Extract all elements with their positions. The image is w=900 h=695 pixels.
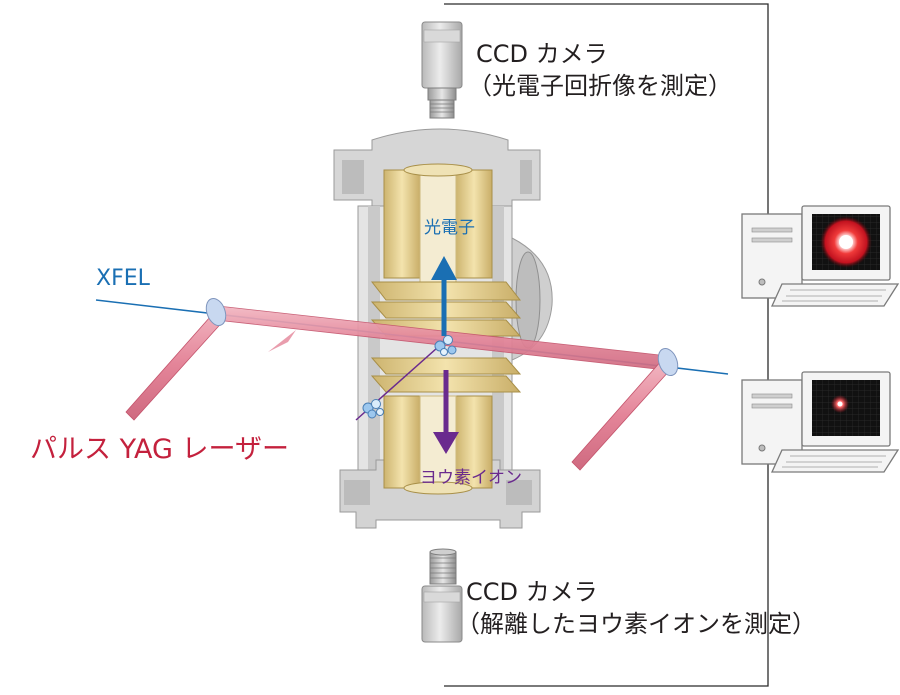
ccd-bottom-subtitle: （解離したヨウ素イオンを測定） [456,610,816,638]
computer-icon [741,371,900,473]
ccd-camera-icon [421,548,463,643]
xfel-label: XFEL [96,266,150,291]
ccd-bottom-title: CCD カメラ [466,578,598,606]
photoelectron-arrow [431,256,457,336]
ccd-top-title: CCD カメラ [476,40,608,68]
photoelectron-label: 光電子 [424,218,475,238]
computer-icon [741,205,900,307]
laser-label: パルス YAG レーザー [30,434,289,465]
molecule-icon [362,399,384,419]
molecule-icon [434,335,457,356]
iodine-ion-label: ヨウ素イオン [420,468,522,488]
signal-cable [444,3,769,687]
ccd-top-subtitle: （光電子回折像を測定） [468,72,732,100]
iodine-ion-arrow [433,370,459,454]
mirror-icon [205,297,227,327]
ccd-camera-icon [421,21,463,119]
mirror-icon [657,347,679,377]
